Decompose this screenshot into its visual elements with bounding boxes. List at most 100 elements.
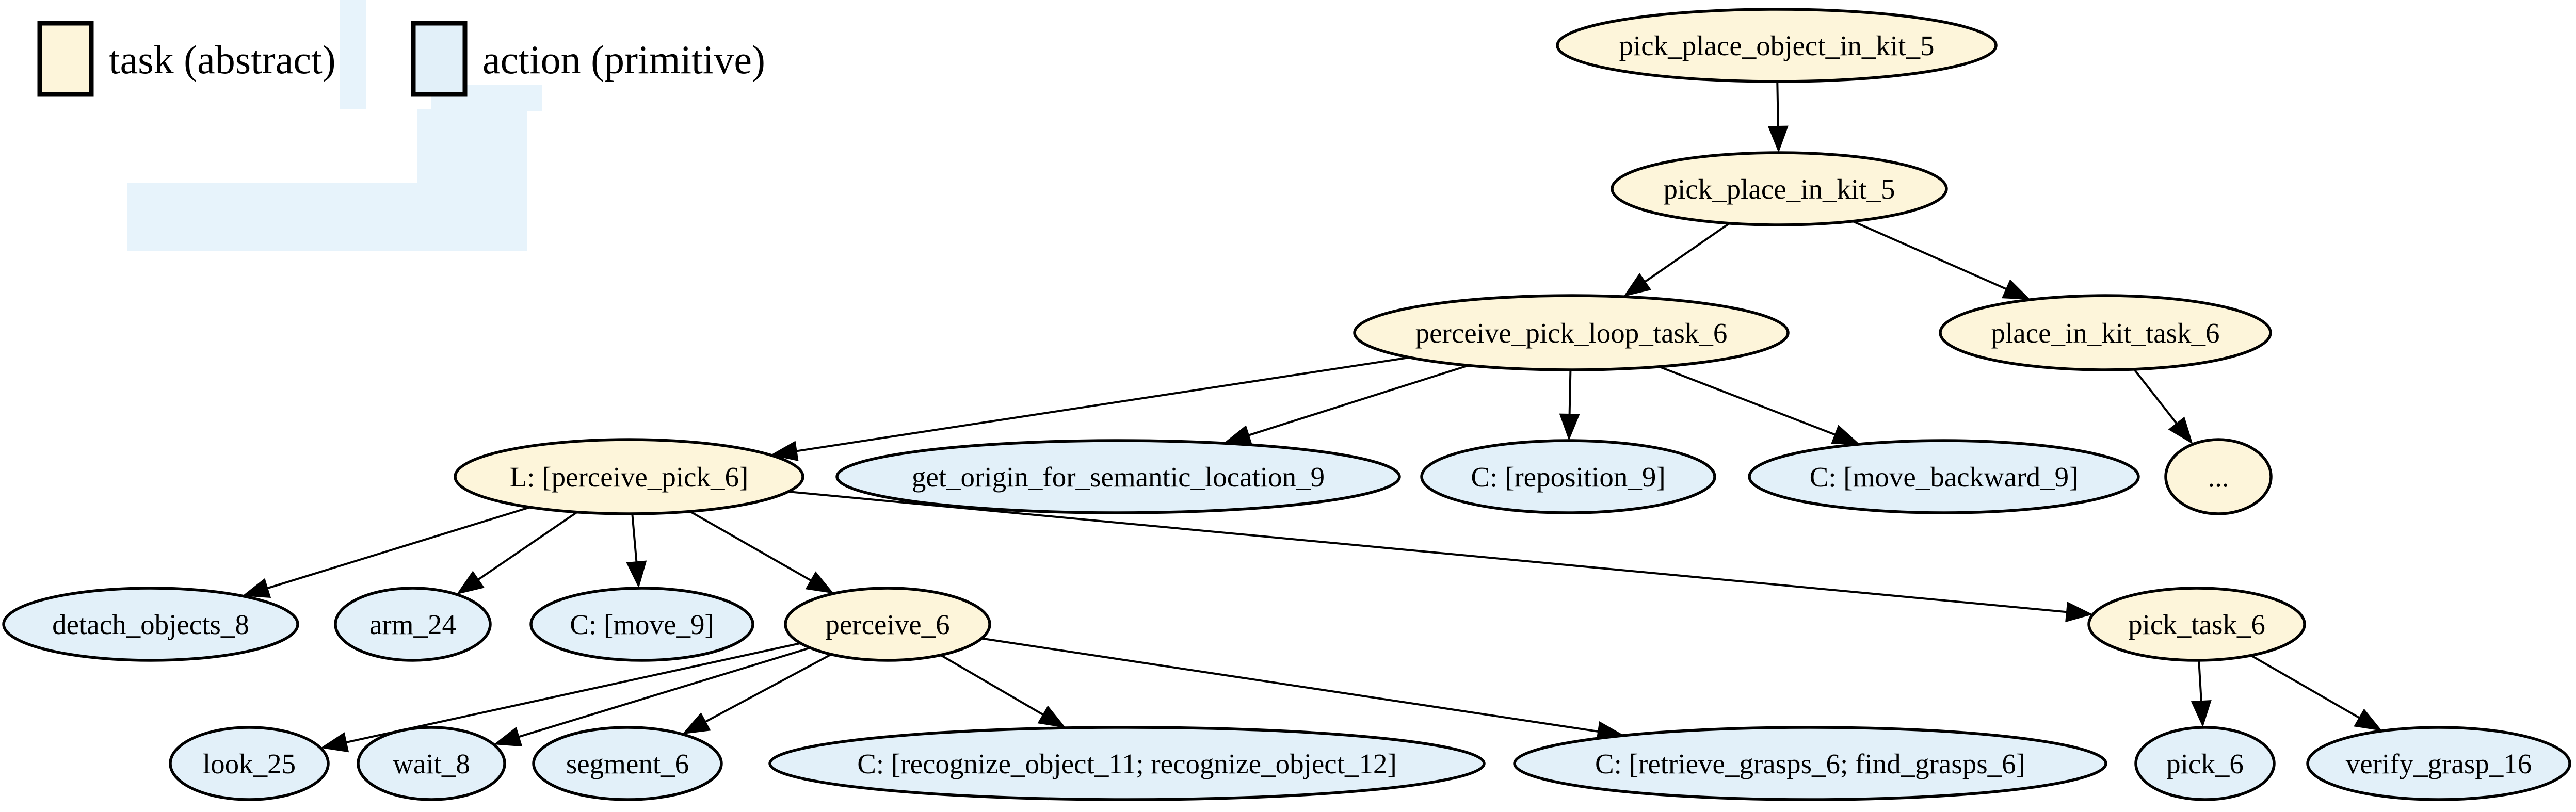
- node-wait_8: wait_8: [357, 726, 506, 801]
- node-label-wait_8: wait_8: [393, 748, 470, 779]
- legend-task-label: task (abstract): [109, 37, 336, 82]
- node-ellipse-detach_objects_8: [2, 587, 299, 662]
- node-label-arm_24: arm_24: [369, 609, 456, 640]
- edge-pick_place_in_kit_5-to-perceive_pick_loop_task_6: [1642, 222, 1730, 284]
- node-ellipse-perceive_6: [784, 587, 991, 662]
- node-C_retrieve_grasps_6_find_grasps_6: C: [retrieve_grasps_6; find_grasps_6]: [1513, 726, 2107, 801]
- node-pick_place_in_kit_5: pick_place_in_kit_5: [1611, 151, 1948, 226]
- edge-pick_task_6-to-verify_grasp_16: [2250, 654, 2362, 720]
- node-place_in_kit_task_6: place_in_kit_task_6: [1939, 294, 2272, 371]
- node-pick_place_object_in_kit_5: pick_place_object_in_kit_5: [1556, 8, 1998, 83]
- node-C_recognize_object_11_12: C: [recognize_object_11; recognize_objec…: [768, 726, 1486, 801]
- node-label-segment_6: segment_6: [566, 748, 689, 779]
- edge-perceive_pick_loop_task_6-to-C_reposition_9: [1568, 369, 1572, 417]
- node-pick_task_6: pick_task_6: [2087, 587, 2306, 662]
- node-ellipse-C_reposition_9: [1420, 439, 1716, 514]
- arrowhead-perceive_pick_loop_task_6-to-C_move_backward_9: [1831, 425, 1860, 444]
- node-L_perceive_pick_6: L: [perceive_pick_6]: [454, 438, 804, 515]
- node-label-pick_6: pick_6: [2166, 748, 2244, 779]
- edge-L_perceive_pick_6-to-detach_objects_8: [264, 506, 530, 590]
- node-ellipse-get_origin_for_semantic_location_9: [835, 439, 1401, 514]
- node-ellipse-C_recognize_object_11_12: [768, 726, 1486, 801]
- watermark-shape-1: [340, 0, 366, 109]
- edge-perceive_6-to-C_recognize_object_11_12: [940, 654, 1046, 717]
- arrowhead-L_perceive_pick_6-to-pick_task_6: [2065, 602, 2093, 623]
- node-segment_6: segment_6: [532, 726, 723, 801]
- node-ellipse-pick_task_6: [2087, 587, 2306, 662]
- edge-perceive_6-to-wait_8: [516, 646, 811, 739]
- edge-pick_place_object_in_kit_5-to-pick_place_in_kit_5: [1776, 81, 1779, 129]
- node-ellipse-pick_place_in_kit_5: [1611, 151, 1948, 226]
- node-label-L_perceive_pick_6: L: [perceive_pick_6]: [510, 461, 749, 493]
- node-verify_grasp_16: verify_grasp_16: [2306, 726, 2571, 801]
- edge-perceive_pick_loop_task_6-to-get_origin_for_semantic_location_9: [1246, 364, 1469, 437]
- edge-perceive_pick_loop_task_6-to-C_move_backward_9: [1659, 365, 1838, 437]
- edge-L_perceive_pick_6-to-arm_24: [475, 511, 578, 582]
- node-label-C_move_9: C: [move_9]: [570, 609, 714, 640]
- node-label-place_in_kit_task_6: place_in_kit_task_6: [1991, 317, 2220, 349]
- node-ellipse-look_25: [169, 726, 330, 801]
- node-ellipse-pick_6: [2134, 726, 2276, 801]
- node-ellipse-ellipsis: [2164, 438, 2273, 515]
- node-C_move_9: C: [move_9]: [529, 587, 754, 662]
- node-ellipse-segment_6: [532, 726, 723, 801]
- node-label-perceive_pick_loop_task_6: perceive_pick_loop_task_6: [1415, 317, 1728, 349]
- arrowhead-place_in_kit_task_6-to-ellipsis: [2168, 416, 2193, 445]
- legend-action-label: action (primitive): [482, 37, 765, 82]
- arrowhead-pick_place_object_in_kit_5-to-pick_place_in_kit_5: [1767, 125, 1789, 153]
- arrowhead-L_perceive_pick_6-to-perceive_6: [805, 571, 834, 594]
- node-arm_24: arm_24: [334, 587, 492, 662]
- arrowhead-perceive_pick_loop_task_6-to-C_reposition_9: [1559, 413, 1580, 441]
- arrowhead-pick_task_6-to-verify_grasp_16: [2354, 708, 2382, 731]
- arrowhead-perceive_6-to-segment_6: [682, 712, 711, 735]
- node-label-ellipsis: ...: [2208, 461, 2229, 493]
- node-label-detach_objects_8: detach_objects_8: [52, 609, 249, 640]
- node-ellipse-place_in_kit_task_6: [1939, 294, 2272, 371]
- node-perceive_6: perceive_6: [784, 587, 991, 662]
- legend-action-swatch: [411, 21, 468, 97]
- node-detach_objects_8: detach_objects_8: [2, 587, 299, 662]
- legend: task (abstract) action (primitive): [37, 21, 765, 97]
- node-perceive_pick_loop_task_6: perceive_pick_loop_task_6: [1353, 294, 1790, 371]
- arrowhead-pick_task_6-to-pick_6: [2191, 700, 2212, 728]
- node-ellipse-perceive_pick_loop_task_6: [1353, 294, 1790, 371]
- arrowhead-pick_place_in_kit_5-to-perceive_pick_loop_task_6: [1623, 273, 1652, 297]
- node-ellipse-pick_place_object_in_kit_5: [1556, 8, 1998, 83]
- arrowhead-perceive_6-to-look_25: [320, 732, 349, 753]
- watermark-layer: [127, 0, 542, 251]
- node-C_move_backward_9: C: [move_backward_9]: [1748, 439, 2140, 514]
- node-label-pick_place_object_in_kit_5: pick_place_object_in_kit_5: [1619, 30, 1935, 61]
- node-label-verify_grasp_16: verify_grasp_16: [2346, 748, 2532, 779]
- arrowhead-L_perceive_pick_6-to-detach_objects_8: [242, 578, 271, 598]
- node-look_25: look_25: [169, 726, 330, 801]
- node-C_reposition_9: C: [reposition_9]: [1420, 439, 1716, 514]
- edge-perceive_6-to-C_retrieve_grasps_6_find_grasps_6: [981, 637, 1601, 733]
- node-label-C_move_backward_9: C: [move_backward_9]: [1810, 461, 2079, 493]
- node-ellipse-C_move_backward_9: [1748, 439, 2140, 514]
- arrowhead-pick_place_in_kit_5-to-place_in_kit_task_6: [2002, 279, 2031, 300]
- edge-perceive_6-to-segment_6: [702, 653, 832, 724]
- node-label-C_retrieve_grasps_6_find_grasps_6: C: [retrieve_grasps_6; find_grasps_6]: [1595, 748, 2025, 779]
- node-label-pick_task_6: pick_task_6: [2128, 609, 2265, 640]
- edge-L_perceive_pick_6-to-C_move_9: [631, 513, 638, 565]
- node-label-C_recognize_object_11_12: C: [recognize_object_11; recognize_objec…: [857, 748, 1397, 779]
- edge-L_perceive_pick_6-to-pick_task_6: [788, 491, 2070, 613]
- nodes-layer: pick_place_object_in_kit_5 pick_place_in_…: [2, 8, 2571, 801]
- arrowhead-perceive_6-to-C_recognize_object_11_12: [1037, 705, 1066, 728]
- node-ellipsis: ...: [2164, 438, 2273, 515]
- node-label-look_25: look_25: [203, 748, 296, 779]
- node-ellipse-wait_8: [357, 726, 506, 801]
- arrowhead-perceive_pick_loop_task_6-to-get_origin_for_semantic_location_9: [1223, 425, 1252, 445]
- node-ellipse-arm_24: [334, 587, 492, 662]
- node-ellipse-C_retrieve_grasps_6_find_grasps_6: [1513, 726, 2107, 801]
- watermark-shape-3: [417, 109, 527, 184]
- edge-perceive_pick_loop_task_6-to-L_perceive_pick_6: [794, 356, 1410, 453]
- node-pick_6: pick_6: [2134, 726, 2276, 801]
- node-ellipse-verify_grasp_16: [2306, 726, 2571, 801]
- node-ellipse-C_move_9: [529, 587, 754, 662]
- edges-layer: [242, 81, 2382, 753]
- node-get_origin_for_semantic_location_9: get_origin_for_semantic_location_9: [835, 439, 1401, 514]
- edge-pick_place_in_kit_5-to-place_in_kit_task_6: [1852, 220, 2009, 291]
